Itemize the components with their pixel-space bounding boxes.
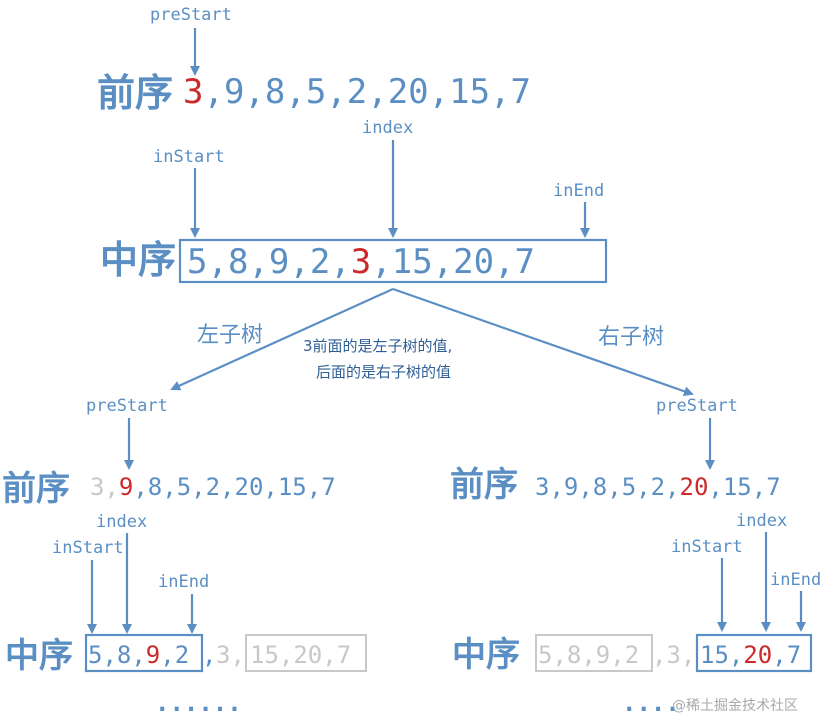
left-inorder-active: 5,8,9,2 [88,641,189,669]
right-ellipsis: .... [622,689,680,717]
right-preorder-a: 3,9,8,5,2, [535,473,680,501]
top-preorder-label: 前序 [97,71,173,115]
right-inorder-label: 中序 [452,635,520,675]
left-subtree-arrow [170,287,394,391]
right-index-label: index [736,511,787,531]
note-line-1: 3前面的是左子树的值, [303,337,452,355]
note-line-2: 后面的是右子树的值 [316,363,451,381]
right-inorder-root: 20 [743,641,772,669]
top-inorder-label: 中序 [100,238,176,282]
right-inorder-active: 15,20,7 [700,641,801,669]
left-index-label: index [96,512,147,532]
right-prestart-label: preStart [656,396,738,416]
right-instart-label: inStart [671,537,743,557]
left-preorder-root: 9 [119,473,133,501]
right-subtree-arrow [392,287,694,397]
top-inorder-left: 5,8,9,2, [187,242,351,282]
left-inorder-b: ,2 [160,641,189,669]
left-inorder-faded-values: 15,20,7 [250,641,351,669]
right-inorder-active-box [695,633,813,673]
left-inorder-separator: , [202,641,216,669]
top-index-label: index [362,118,413,138]
top-instart-label: inStart [153,147,225,167]
right-preorder-rest: ,15,7 [708,473,780,501]
left-inorder-faded-mid: 3, [216,641,245,669]
right-inorder-faded-values: 5,8,9,2 [538,641,639,669]
right-preorder-sequence: 3,9,8,5,2,20,15,7 [535,473,781,501]
watermark: @稀土掘金技术社区 [672,698,798,714]
left-ellipsis: ...... [155,689,242,717]
top-inend-label: inEnd [553,181,604,201]
top-inorder-box [178,238,608,284]
right-inorder-faded-box [535,634,653,672]
top-preorder-root: 3 [183,72,203,112]
left-inorder-label: 中序 [5,636,73,676]
left-instart-label: inStart [52,538,124,558]
left-inorder-faded-box [245,634,367,672]
right-inorder-faded-mid: ,3, [652,641,695,669]
left-inorder-a: 5,8, [88,641,146,669]
top-inorder-root: 3 [351,242,371,282]
top-preorder-sequence: 3,9,8,5,2,20,15,7 [183,72,531,112]
left-inend-label: inEnd [158,572,209,592]
left-preorder-sequence: 3,9,8,5,2,20,15,7 [90,473,336,501]
right-preorder-label: 前序 [450,465,518,505]
left-prestart-label: preStart [86,396,168,416]
right-inorder-b: ,7 [772,641,801,669]
left-inorder-root: 9 [146,641,160,669]
left-preorder-faded: 3, [90,473,119,501]
top-prestart-label: preStart [150,5,232,25]
left-preorder-rest: ,8,5,2,20,15,7 [133,473,335,501]
right-inorder-a: 15, [700,641,743,669]
right-inend-label: inEnd [770,570,821,590]
left-preorder-label: 前序 [2,469,70,509]
top-inorder-sequence: 5,8,9,2,3,15,20,7 [187,242,535,282]
left-inorder-active-box [84,633,204,673]
right-preorder-root: 20 [680,473,709,501]
top-preorder-rest: ,9,8,5,2,20,15,7 [203,72,531,112]
left-subtree-label: 左子树 [197,323,263,348]
top-inorder-right: ,15,20,7 [371,242,535,282]
right-subtree-label: 右子树 [598,325,664,350]
